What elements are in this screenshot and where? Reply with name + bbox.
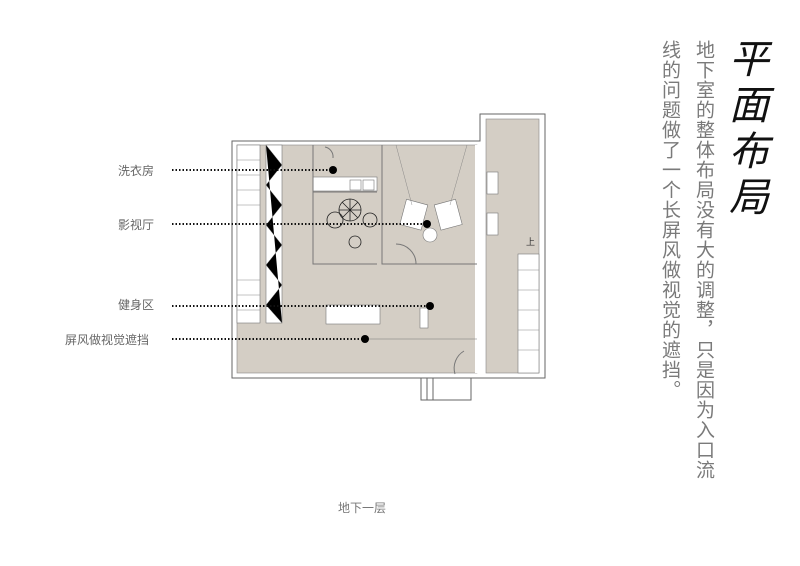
label-laundry: 洗衣房 bbox=[118, 164, 155, 178]
marker-dot bbox=[426, 302, 434, 310]
description-column-2: 线的问题做了一个长屏风做视觉的遮挡。 bbox=[659, 40, 681, 400]
marker-dot bbox=[329, 166, 337, 174]
label-gym: 健身区 bbox=[118, 298, 155, 312]
page-title: 平面布局 bbox=[722, 38, 768, 222]
armchair bbox=[433, 198, 463, 231]
armchair bbox=[399, 198, 429, 231]
label-theater: 影视厅 bbox=[118, 218, 155, 232]
description-column-1: 地下室的整体布局没有大的调整，只是因为入口流 bbox=[693, 40, 715, 480]
label-screen: 屏风做视觉遮挡 bbox=[65, 333, 150, 347]
floor-caption: 地下一层 bbox=[338, 501, 387, 515]
stair-up-mark: 上 bbox=[526, 238, 536, 248]
plants bbox=[326, 198, 378, 249]
marker-dot bbox=[361, 335, 369, 343]
gym-bench bbox=[325, 304, 381, 325]
right-stair bbox=[517, 253, 540, 374]
marker-dot bbox=[423, 220, 431, 228]
entrance-steps bbox=[420, 377, 472, 401]
left-stair bbox=[236, 144, 261, 324]
